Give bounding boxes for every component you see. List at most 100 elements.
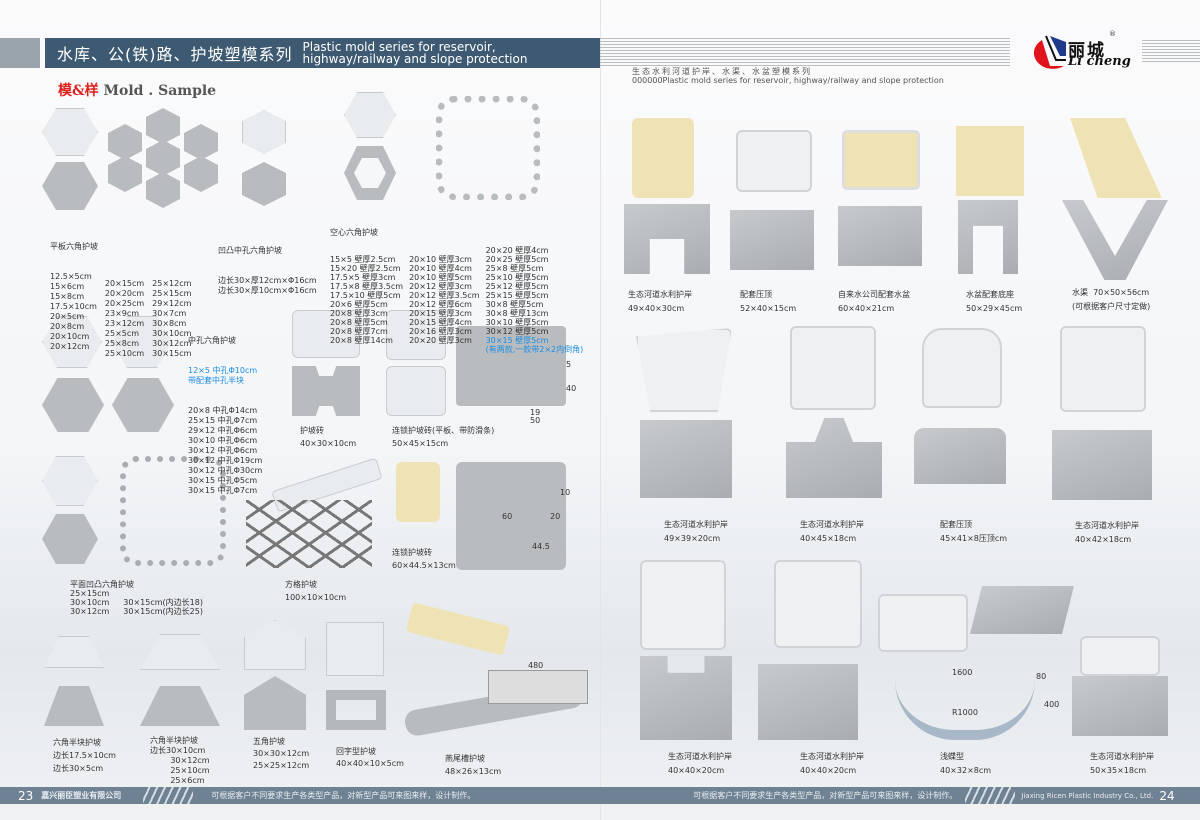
right-subtitle-en: 000000Plastic mold series for reservoir,…: [632, 76, 944, 85]
product-name: 生态河道水利护岸: [628, 290, 692, 299]
product-image-hollow-hex-mold: [344, 92, 396, 138]
spec-line: 23×12cm: [104, 319, 145, 328]
spec-list: 30×15 壁厚5cm(有两款,一款带2×2内倒角): [486, 336, 584, 354]
spec-line: 25×15cm: [152, 289, 192, 298]
spec-line: 25×10cm: [150, 766, 210, 775]
spec-line: 30×15cm(内边长18): [123, 598, 203, 607]
product-image-revetment2-mold: [636, 328, 732, 412]
spec-line: 30×30×12cm: [253, 749, 310, 758]
product-name: 中孔六角护坡: [188, 336, 236, 345]
spec-line: 48×26×13cm: [445, 767, 502, 776]
spec-line: 29×12 中孔Φ6cm: [188, 426, 258, 435]
header-title-zh: 水库、公(铁)路、护坡塑模系列: [57, 45, 293, 64]
spec-line: 边长30×厚12cm×Φ16cm: [218, 276, 317, 285]
spec-line: 30×15 中孔Φ7cm: [188, 486, 258, 495]
spec-line: 40×40×10×5cm: [336, 759, 404, 768]
caption-half-hex-2: 六角半块护坡边长30×10cm 30×12cm 25×10cm 25×6cm: [150, 736, 210, 786]
product-image-revetment-mold: [632, 118, 694, 198]
spec-line: 17.5×5 壁厚3cm: [330, 273, 396, 282]
spec-line: 25×8 壁厚5cm: [485, 264, 544, 273]
product-image-channel-mold: [1070, 118, 1162, 198]
spec-line: 边长30×5cm: [53, 764, 104, 773]
product-image-center-hole-hex-2: [112, 378, 174, 432]
spec-line: 20×25cm: [104, 299, 145, 308]
spec-line: 20×6 壁厚5cm: [330, 300, 388, 309]
spec-line: 30×12cm: [152, 339, 192, 348]
spec-line: 20×8 中孔Φ14cm: [188, 406, 258, 415]
dim-label: R1000: [952, 708, 978, 717]
spec-line: 60×44.5×13cm: [392, 561, 456, 570]
spec-line: 50×45×15cm: [392, 439, 449, 448]
product-name: 方格护坡: [285, 580, 317, 589]
company-name-zh: 嘉兴丽臣塑业有限公司: [41, 791, 122, 800]
dim-label: 1600: [952, 668, 973, 677]
product-image-flat-concave-hex-mold: [42, 456, 98, 506]
header-stripes: [600, 38, 1010, 66]
dim-label: 5: [566, 360, 572, 369]
spec-line: 30×15 中孔Φ5cm: [188, 476, 258, 485]
spec-line: 边长17.5×10cm: [53, 751, 116, 760]
product-image-revetment4-mold: [1060, 326, 1146, 412]
product-image-basin: [838, 206, 922, 266]
product-image-concave-hex-mold: [242, 110, 286, 154]
spec-line: 20×20cm: [104, 289, 145, 298]
spec-line: 30×12 中孔Φ6cm: [188, 446, 258, 455]
product-name: 生态河道水利护岸: [1090, 752, 1154, 761]
product-image-basin-base-mold: [956, 126, 1024, 196]
spec-line: 29×12cm: [152, 299, 192, 308]
section-title: 模&样 Mold . Sample: [58, 80, 216, 100]
product-image-swallowtail-mold: [405, 602, 511, 656]
product-image-hex-cluster: [108, 108, 218, 208]
product-image-flat-hex: [42, 162, 98, 210]
product-name: 凹凸中孔六角护坡: [218, 246, 282, 255]
product-image-flat-concave-hex: [42, 514, 98, 564]
spec-line: 30×12cm: [70, 607, 110, 616]
product-image-shallow-dish: [970, 586, 1074, 634]
spec-line: [123, 589, 203, 598]
product-name: 平面凹凸六角护坡: [70, 580, 134, 589]
spec-line: 15×20 壁厚2.5cm: [330, 264, 401, 273]
spec-line: 边长30×厚10cm×Φ16cm: [218, 286, 317, 295]
spec-line: 30×8 壁厚5cm: [485, 300, 544, 309]
spec-line: 30×8cm: [152, 319, 187, 328]
spec-line: (有两款,一款带2×2内倒角): [485, 345, 584, 354]
product-image-chain-brick-diagram: [456, 326, 566, 406]
header-stripes-right: [1142, 40, 1200, 64]
product-image-pentagon-mold: [244, 620, 306, 670]
product-name: 生态河道水利护岸: [800, 752, 864, 761]
product-size: 60×40×21cm: [838, 304, 895, 313]
product-name: 生态河道水利护岸: [668, 752, 732, 761]
product-image-coping-mold: [736, 130, 812, 192]
header-title-en-line2: highway/railway and slope protection: [302, 52, 528, 66]
product-image-slope-brick: [292, 366, 360, 416]
product-image-basin-mold: [842, 130, 920, 190]
spec-line: 20×15 壁厚3cm: [409, 309, 472, 318]
dim-label: 20: [550, 512, 561, 521]
spec-list: 30×15cm(内边长18)30×15cm(内边长25): [123, 589, 203, 616]
spec-line: 20×12cm: [50, 342, 90, 351]
product-image-square-ring-mold: [326, 622, 384, 676]
product-image-half-hex-2: [140, 686, 220, 726]
product-name: 生态河道水利护岸: [664, 520, 728, 529]
spec-line: 20×8 壁厚7cm: [330, 327, 388, 336]
product-name: 平板六角护坡: [50, 242, 98, 251]
spec-line: 20×8 壁厚14cm: [330, 336, 393, 345]
spec-line: 25×8cm: [104, 339, 140, 348]
footer-slogan-right: 可根据客户不同要求生产各类型产品，对新型产品可来图来样，设计制作。: [693, 791, 958, 800]
footer-slashes-right: [965, 787, 1016, 804]
spec-line: 20×10 壁厚4cm: [409, 264, 472, 273]
